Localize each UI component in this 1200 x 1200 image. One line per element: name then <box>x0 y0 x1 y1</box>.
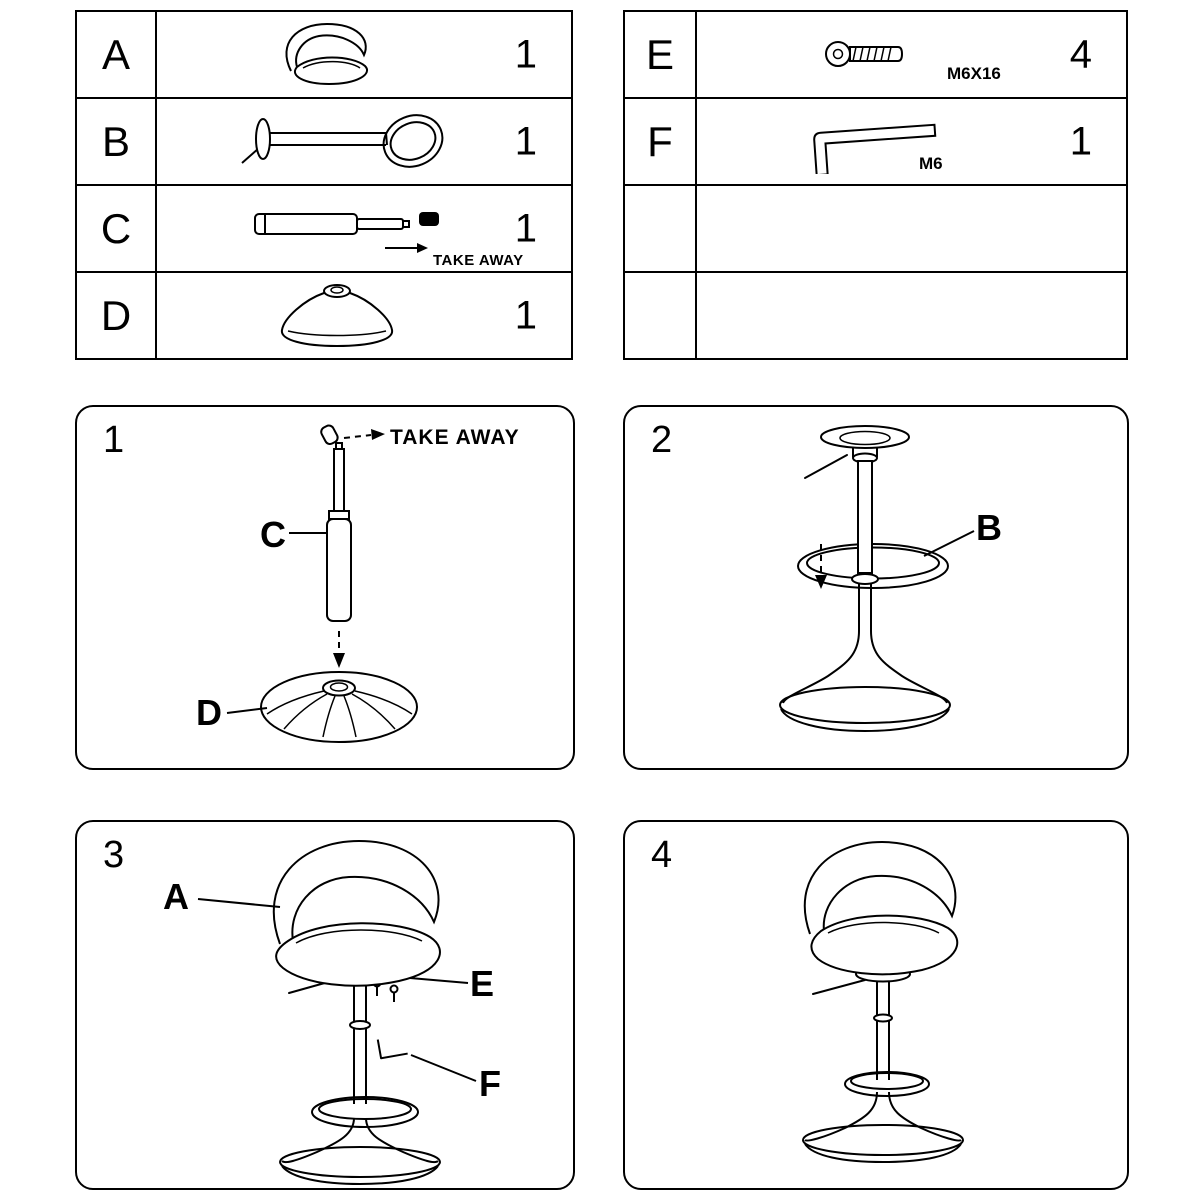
parts-table-right: E M6X16 4 F M6 1 <box>623 10 1128 360</box>
part-qty-b: 1 <box>514 119 537 163</box>
callout-label-e: E <box>470 963 495 1004</box>
allen-key-part-icon <box>813 123 937 174</box>
part-letter-c: C <box>77 186 157 271</box>
part-letter-e: E <box>625 12 697 97</box>
base-part-icon <box>280 284 394 348</box>
step-2-panel: 2 B <box>623 405 1129 770</box>
part-letter-empty-2 <box>625 273 697 358</box>
parts-cell-f: M6 1 <box>697 99 1126 184</box>
parts-row-f: F M6 1 <box>625 99 1126 186</box>
parts-row-empty-1 <box>625 186 1126 273</box>
part-letter-empty-1 <box>625 186 697 271</box>
part-letter-f: F <box>625 99 697 184</box>
parts-row-b: B 1 <box>77 99 571 186</box>
screw-spec: M6X16 <box>947 64 1001 83</box>
parts-row-c: C TAKE AWAY 1 <box>77 186 571 273</box>
parts-cell-e: M6X16 4 <box>697 12 1126 97</box>
step-4-panel: 4 <box>623 820 1129 1190</box>
step-3-diagram <box>197 839 477 1186</box>
part-qty-a: 1 <box>514 32 537 76</box>
take-away-note-large: TAKE AWAY <box>390 426 520 449</box>
parts-row-d: D 1 <box>77 273 571 358</box>
parts-table-left: A 1 B 1 C <box>75 10 573 360</box>
step-number-4: 4 <box>651 834 673 876</box>
parts-row-a: A 1 <box>77 12 571 99</box>
seat-part-icon <box>285 22 368 86</box>
step-1-panel: 1 TAKE AWAY C D <box>75 405 575 770</box>
take-away-note-small: TAKE AWAY <box>433 252 524 269</box>
step-number-3: 3 <box>103 834 125 876</box>
step-4-diagram <box>802 840 964 1164</box>
parts-cell-c: TAKE AWAY 1 <box>157 186 571 271</box>
part-qty-c: 1 <box>514 206 537 250</box>
step-number-1: 1 <box>103 419 125 461</box>
parts-cell-a: 1 <box>157 12 571 97</box>
gas-lift-part-icon <box>254 212 439 253</box>
part-letter-b: B <box>77 99 157 184</box>
screw-part-icon <box>825 41 904 67</box>
callout-label-a: A <box>163 876 189 917</box>
callout-label-f: F <box>479 1063 501 1104</box>
part-qty-d: 1 <box>514 293 537 337</box>
step-number-2: 2 <box>651 419 673 461</box>
parts-cell-empty-2 <box>697 273 1126 358</box>
parts-cell-d: 1 <box>157 273 571 358</box>
callout-label-c: C <box>260 514 286 555</box>
parts-cell-empty-1 <box>697 186 1126 271</box>
step-1-diagram <box>226 424 418 743</box>
part-letter-d: D <box>77 273 157 358</box>
footrest-pole-part-icon <box>241 114 444 168</box>
part-qty-f: 1 <box>1069 119 1092 163</box>
callout-label-b: B <box>976 507 1002 548</box>
allen-key-spec: M6 <box>919 154 943 173</box>
step-2-diagram <box>779 425 975 733</box>
parts-row-empty-2 <box>625 273 1126 358</box>
parts-cell-b: 1 <box>157 99 571 184</box>
callout-label-d: D <box>196 692 222 733</box>
part-qty-e: 4 <box>1069 32 1092 76</box>
parts-row-e: E M6X16 4 <box>625 12 1126 99</box>
step-3-panel: 3 A E F <box>75 820 575 1190</box>
part-letter-a: A <box>77 12 157 97</box>
